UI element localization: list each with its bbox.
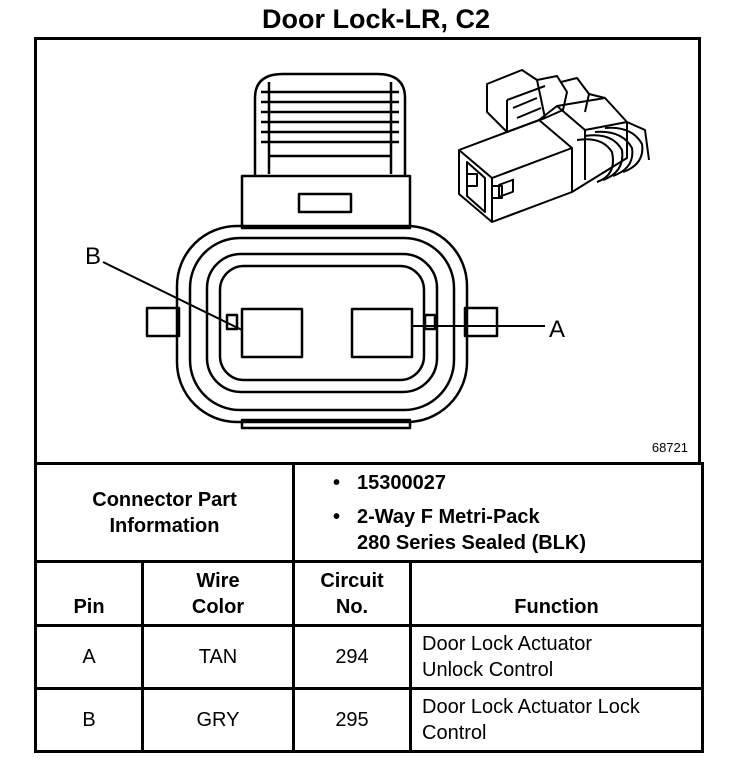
header-circuit: Circuit No. bbox=[292, 560, 412, 627]
function-cell: Door Lock Actuator Unlock Control bbox=[409, 624, 704, 690]
part-item: • 2-Way F Metri-Pack 280 Series Sealed (… bbox=[333, 504, 701, 556]
pin-label-b: B bbox=[85, 243, 102, 270]
function-line1: Door Lock Actuator Lock bbox=[422, 696, 640, 718]
part-description-line2: 280 Series Sealed (BLK) bbox=[357, 531, 586, 554]
circuit-cell: 295 bbox=[292, 687, 412, 753]
figure-id: 68721 bbox=[651, 440, 688, 455]
connector-part-list: • 15300027 • 2-Way F Metri-Pack 280 Seri… bbox=[292, 462, 704, 563]
connector-collar bbox=[240, 174, 412, 230]
connector-isometric-view bbox=[458, 69, 650, 223]
function-line2: Control bbox=[422, 722, 487, 744]
part-number: 15300027 bbox=[357, 471, 446, 494]
table-row: B GRY 295 Door Lock Actuator Lock Contro… bbox=[34, 687, 704, 753]
function-line2: Unlock Control bbox=[422, 659, 554, 681]
side-tab-left bbox=[145, 306, 181, 338]
header-pin: Pin bbox=[34, 560, 144, 627]
pin-cavity-b bbox=[240, 307, 304, 359]
connector-part-row: Connector Part Information • 15300027 • … bbox=[34, 462, 704, 563]
connector-part-label: Connector Part Information bbox=[34, 462, 295, 563]
header-wire-color-line1: Wire bbox=[196, 570, 240, 592]
pin-cell: B bbox=[34, 687, 144, 753]
connector-info-table: Connector Part Information • 15300027 • … bbox=[34, 462, 704, 753]
connector-rear-housing bbox=[253, 72, 407, 176]
header-wire-color-line2: Color bbox=[191, 596, 245, 618]
header-function: Function bbox=[409, 560, 704, 627]
header-circuit-line1: Circuit bbox=[320, 570, 384, 592]
pin-cavity-a bbox=[350, 307, 414, 359]
bullet: • bbox=[333, 505, 341, 528]
leader-line-b bbox=[102, 261, 243, 331]
function-cell: Door Lock Actuator Lock Control bbox=[409, 687, 704, 753]
part-description-line1: 2-Way F Metri-Pack bbox=[357, 505, 540, 528]
connector-part-label-line1: Connector Part bbox=[92, 488, 237, 511]
wire-color-cell: GRY bbox=[141, 687, 295, 753]
pin-label-a: A bbox=[549, 316, 566, 343]
table-row: A TAN 294 Door Lock Actuator Unlock Cont… bbox=[34, 624, 704, 690]
connector-latch bbox=[297, 192, 353, 214]
connector-seal bbox=[205, 252, 439, 394]
header-circuit-line2: No. bbox=[335, 596, 369, 618]
connector-part-label-line2: Information bbox=[109, 514, 220, 537]
function-line1: Door Lock Actuator bbox=[422, 633, 593, 655]
pin-table-header-row: Pin Wire Color Circuit No. Function bbox=[34, 560, 704, 627]
connector-figure: B A 68721 bbox=[34, 37, 701, 462]
connector-drawing bbox=[102, 69, 650, 430]
circuit-cell: 294 bbox=[292, 624, 412, 690]
part-item: • 15300027 bbox=[333, 470, 701, 496]
pin-cell: A bbox=[34, 624, 144, 690]
side-tab-right bbox=[463, 306, 499, 338]
diagram-title: Door Lock-LR, C2 bbox=[261, 4, 490, 34]
bullet: • bbox=[333, 471, 341, 494]
connector-face-outer bbox=[175, 224, 469, 424]
header-wire-color: Wire Color bbox=[141, 560, 295, 627]
wire-color-cell: TAN bbox=[141, 624, 295, 690]
